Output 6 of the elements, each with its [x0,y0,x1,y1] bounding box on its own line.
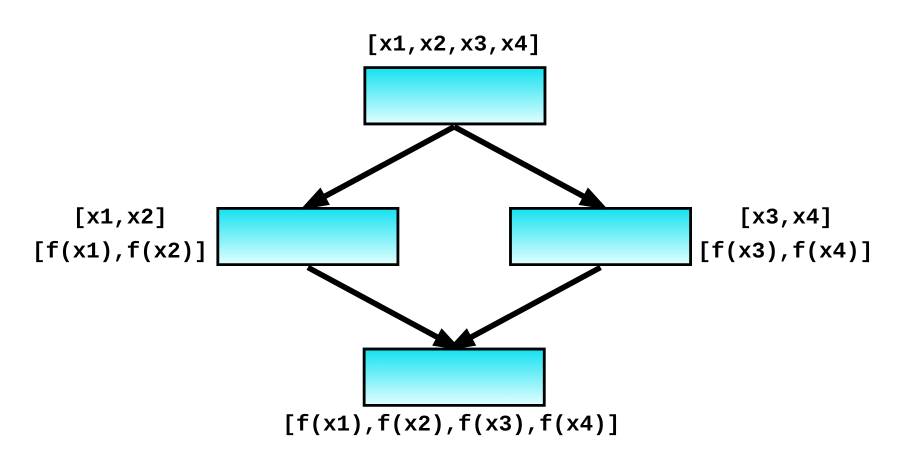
node-label: [f(x3),f(x4)] [698,238,874,264]
node-label: [f(x1),f(x2)] [32,238,208,264]
node-label: [f(x1),f(x2),f(x3),f(x4)] [282,410,620,437]
node-label: [x3,x4] [738,204,833,230]
node-label: [x1,x2,x3,x4] [366,30,542,57]
node-label: [x1,x2] [72,204,168,230]
